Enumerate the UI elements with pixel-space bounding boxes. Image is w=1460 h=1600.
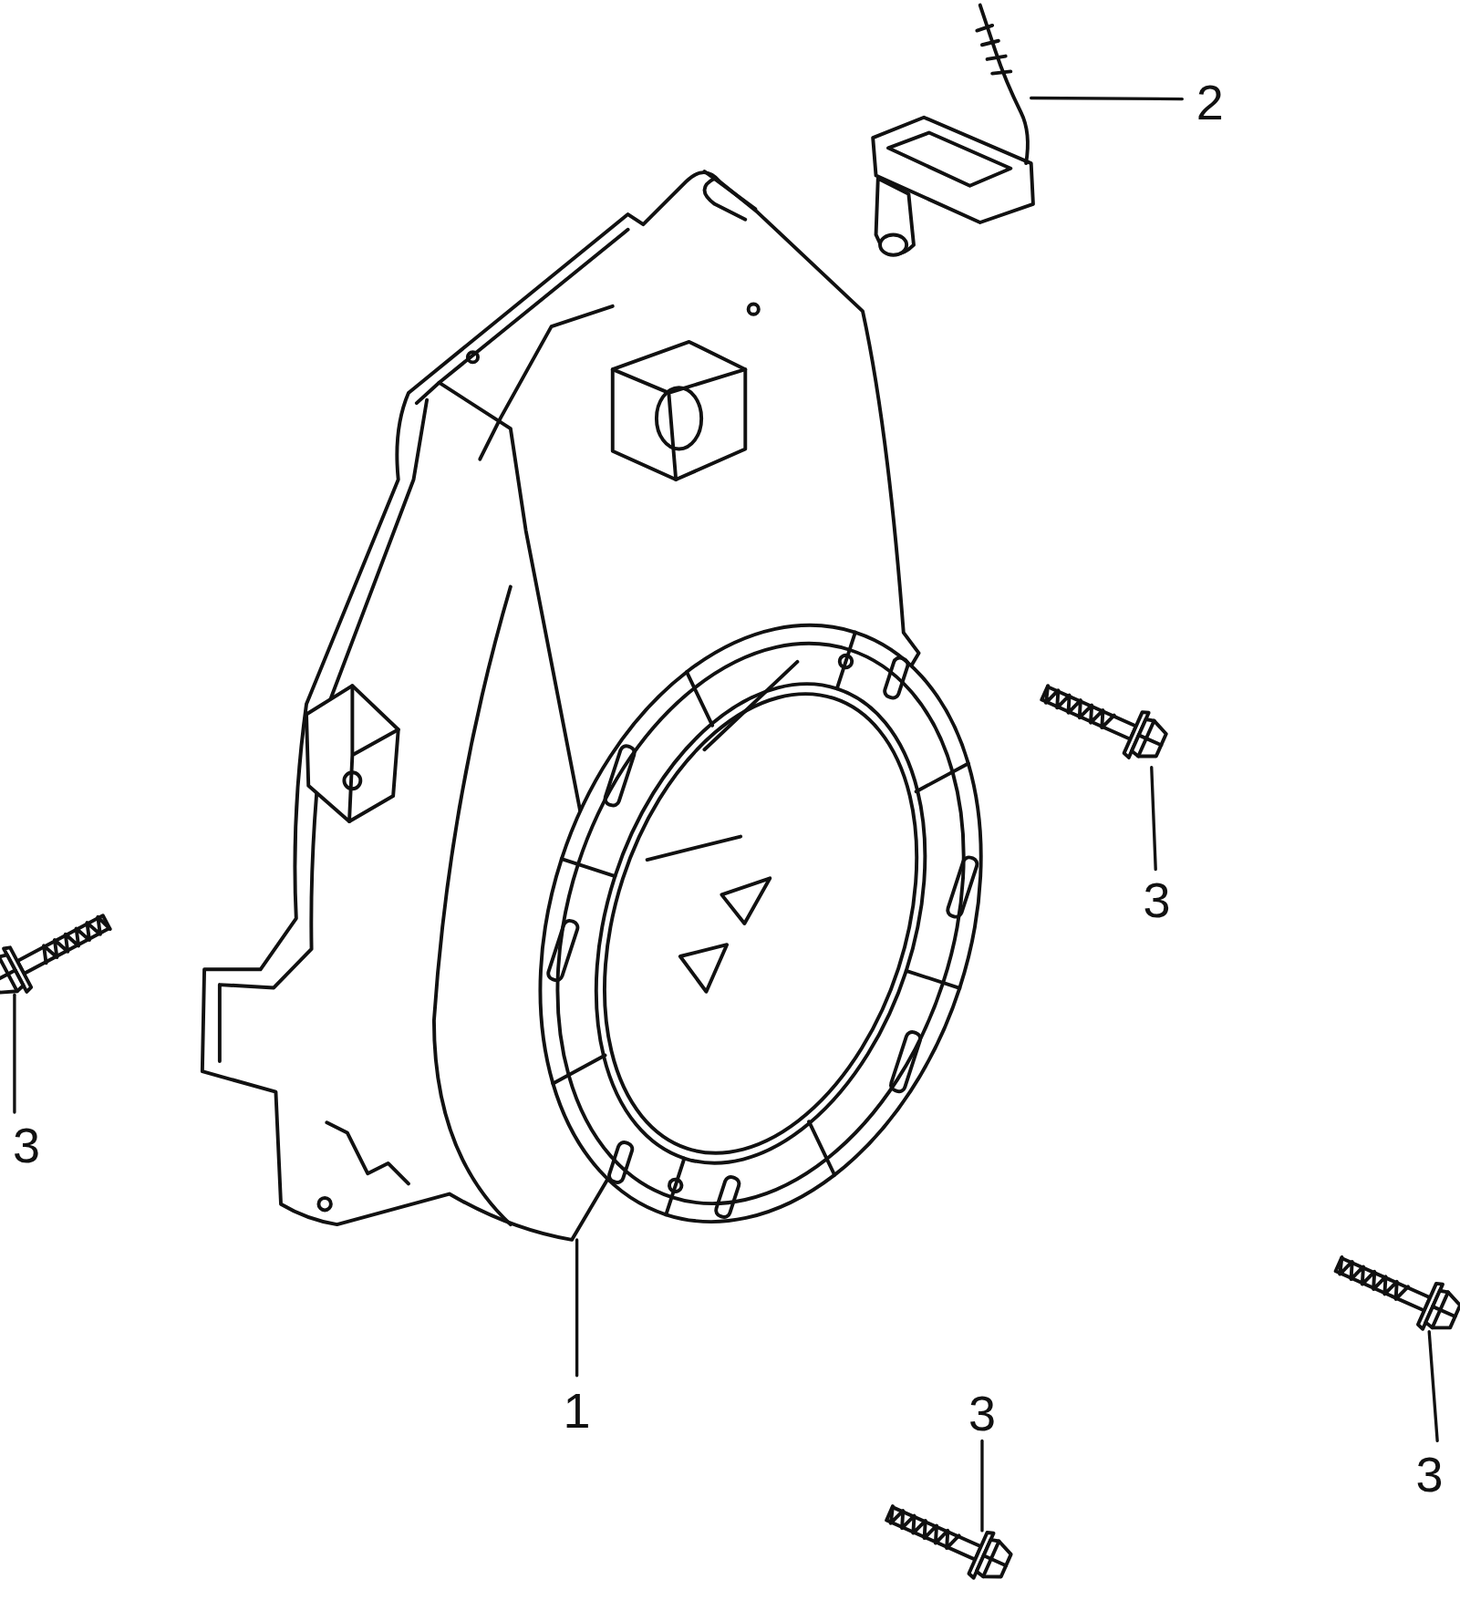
callout-number: 3 <box>964 1387 1000 1440</box>
callout-number: 3 <box>1411 1448 1447 1502</box>
stop-switch <box>872 5 1034 256</box>
callout-number: 3 <box>9 1118 44 1172</box>
flange-bolt <box>1035 671 1172 768</box>
callout-number: 2 <box>1192 75 1228 129</box>
callout-number: 3 <box>1139 873 1174 927</box>
flange-bolt <box>1328 1242 1460 1340</box>
flange-bolt <box>0 900 118 1004</box>
leader-lines <box>14 97 1438 1531</box>
callout-number: 1 <box>559 1384 595 1438</box>
shroud-ring <box>466 568 1055 1280</box>
flange-bolt <box>879 1491 1016 1589</box>
